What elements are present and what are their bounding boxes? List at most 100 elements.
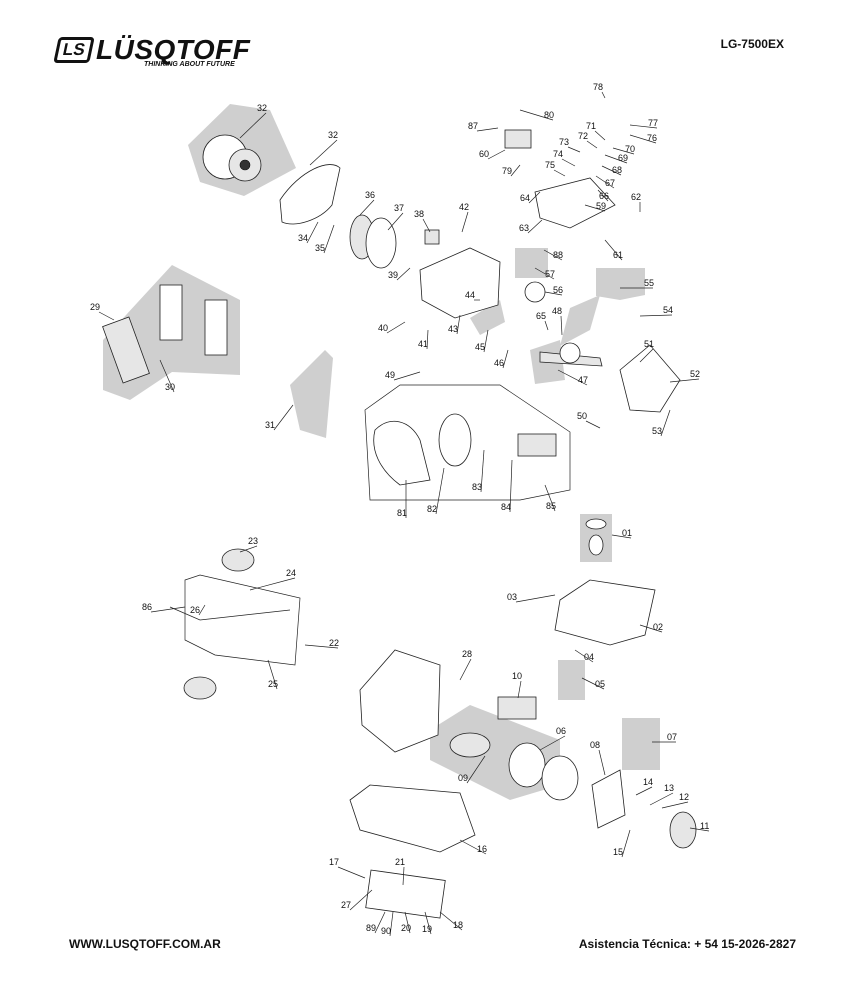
callout-leader-line [487, 149, 506, 160]
callout-leader-line [629, 124, 658, 129]
ignition-coil-part [424, 229, 440, 245]
callout-label: 18 [453, 920, 463, 930]
callout-leader-line [386, 321, 406, 334]
callout-leader-line [466, 755, 486, 784]
callout-label: 13 [664, 783, 674, 793]
callout-leader-line [586, 140, 598, 149]
callout-leader-line [560, 315, 563, 336]
callout-label: 60 [479, 149, 489, 159]
model-number: LG-7500EX [720, 37, 784, 51]
callout-leader-line [561, 158, 576, 167]
callout-leader-line [349, 889, 373, 911]
support-phone: Asistencia Técnica: + 54 15-2026-2827 [578, 937, 796, 951]
fan-cover-part [373, 421, 431, 486]
brand-tagline: THINKING ABOUT FUTURE [144, 61, 235, 68]
callout-label: 38 [414, 209, 424, 219]
callout-label: 56 [553, 285, 563, 295]
callout-leader-line [483, 329, 489, 353]
callout-leader-line [393, 371, 421, 381]
callout-leader-line [661, 801, 689, 809]
callout-label: 35 [315, 243, 325, 253]
callout-label: 09 [458, 773, 468, 783]
callout-leader-line [323, 224, 335, 254]
callout-leader-line [98, 311, 115, 321]
fuel-cap-part [585, 518, 607, 530]
callout-leader-line [621, 829, 631, 858]
callout-leader-line [553, 169, 566, 177]
callout-label: 71 [586, 121, 596, 131]
wheel-25-part [183, 676, 217, 700]
callout-leader-line [581, 677, 605, 690]
callout-leader-line [435, 467, 445, 515]
website-link[interactable]: WWW.LUSQTOFF.COM.AR [69, 937, 221, 951]
callout-leader-line [239, 112, 267, 139]
callout-leader-line [689, 827, 710, 832]
callout-leader-line [595, 175, 615, 189]
control-panel-part [365, 869, 446, 919]
callout-leader-line [459, 839, 487, 855]
callout-leader-line [509, 459, 513, 513]
fuel-strainer-part [588, 534, 604, 556]
callout-label: 65 [536, 311, 546, 321]
callout-leader-line [597, 189, 609, 202]
callout-label: 12 [679, 792, 689, 802]
callout-leader-line [510, 164, 521, 177]
callout-label: 29 [90, 302, 100, 312]
callout-label: 85 [546, 501, 556, 511]
frame-part [184, 574, 301, 666]
callout-leader-line [402, 866, 405, 886]
callout-label: 73 [559, 137, 569, 147]
starter-group-outline [364, 384, 571, 501]
callout-leader-line [515, 594, 556, 603]
callout-leader-line [461, 211, 469, 233]
callout-label: 25 [268, 679, 278, 689]
callout-label: 52 [690, 369, 700, 379]
callout-leader-line [387, 212, 404, 231]
air-filter-element-part [102, 316, 150, 384]
callout-label: 03 [507, 592, 517, 602]
stator-part [508, 742, 546, 788]
callout-label: 81 [397, 508, 407, 518]
callout-label: 16 [477, 844, 487, 854]
callout-label: 36 [365, 190, 375, 200]
shade-bracket-45 [470, 300, 505, 335]
callout-label: 43 [448, 324, 458, 334]
callout-label: 02 [653, 622, 663, 632]
callout-leader-line [198, 604, 206, 616]
callout-label: 39 [388, 270, 398, 280]
callout-leader-line [584, 204, 606, 212]
callout-label: 08 [590, 740, 600, 750]
shade-part-05 [558, 660, 585, 700]
callout-label: 32 [257, 103, 267, 113]
callout-label: 76 [647, 133, 657, 143]
callout-label: 48 [552, 306, 562, 316]
callout-label: 14 [643, 777, 653, 787]
callout-leader-line [422, 218, 431, 233]
callout-leader-line [426, 329, 429, 350]
air-filter-base-part [204, 299, 228, 356]
cam-gear-part [524, 281, 546, 303]
callout-label: 87 [468, 121, 478, 131]
callout-labels: 3232343536373842394041434445464748495051… [90, 82, 710, 937]
callout-leader-line [159, 359, 175, 393]
callout-label: 04 [584, 652, 594, 662]
callout-label: 44 [465, 290, 475, 300]
callout-leader-line [456, 314, 461, 335]
callout-label: 27 [341, 900, 351, 910]
callout-label: 49 [385, 370, 395, 380]
callout-label: 90 [381, 926, 391, 936]
callout-label: 06 [556, 726, 566, 736]
callout-leader-line [150, 606, 186, 613]
callout-label: 83 [472, 482, 482, 492]
callout-label: 42 [459, 202, 469, 212]
wheel-11-part [669, 811, 697, 849]
callout-leader-line [267, 659, 278, 690]
flywheel-starter-part [438, 413, 472, 467]
cylinder-head-part [534, 177, 616, 229]
fuel-tank-part [554, 579, 656, 646]
callout-label: 32 [328, 130, 338, 140]
callout-label: 30 [165, 382, 175, 392]
callout-leader-line [304, 644, 339, 649]
callout-label: 75 [545, 160, 555, 170]
